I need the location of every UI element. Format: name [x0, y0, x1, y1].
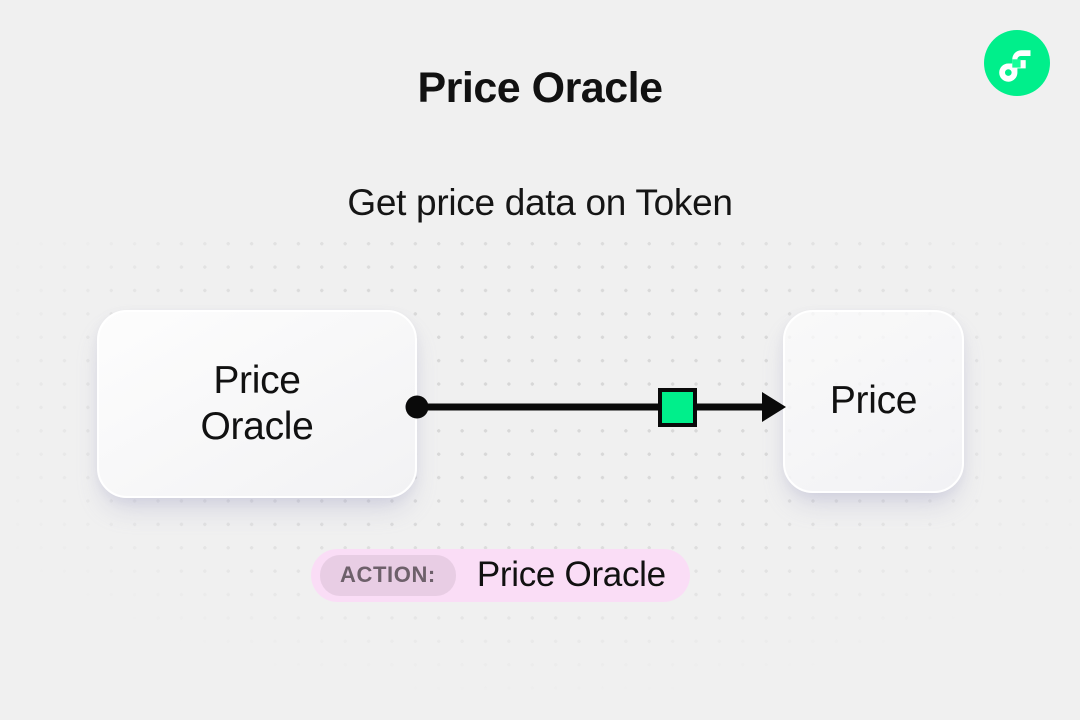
connector-midpoint-marker: [658, 388, 697, 427]
node-source-label-line2: Oracle: [200, 405, 314, 448]
action-badge[interactable]: ACTION: Price Oracle: [311, 549, 690, 602]
node-price[interactable]: Price: [783, 310, 964, 493]
node-source-label: Price Oracle: [200, 358, 313, 450]
action-badge-tag: ACTION:: [320, 555, 456, 596]
node-source-label-line1: Price: [213, 358, 301, 402]
node-target-label: Price: [829, 379, 918, 423]
page-subtitle: Get price data on Token: [347, 182, 733, 223]
action-badge-value: Price Oracle: [476, 554, 666, 594]
node-price-oracle[interactable]: Price Oracle: [97, 310, 417, 498]
page-title: Price Oracle: [417, 64, 663, 112]
flow-logo-icon: [984, 30, 1050, 96]
